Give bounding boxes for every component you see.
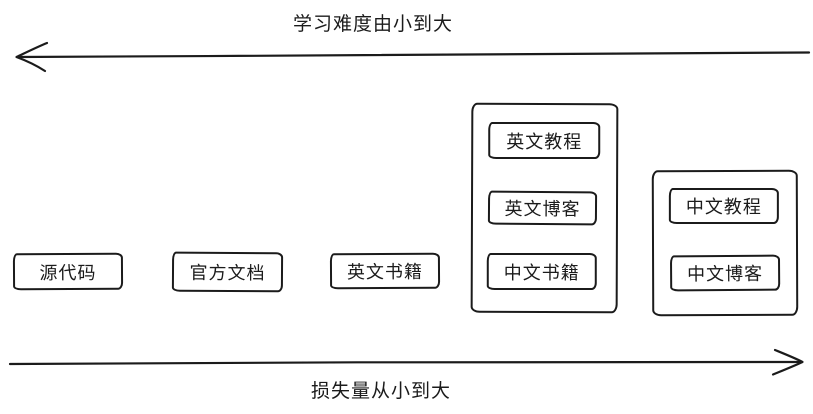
- box-english-blogs-label: 英文博客: [504, 198, 581, 220]
- group-box-2: 中文教程 中文博客: [651, 169, 799, 317]
- box-english-tutorials-label: 英文教程: [506, 131, 583, 152]
- box-chinese-books-label: 中文书籍: [503, 262, 580, 283]
- box-chinese-blogs: 中文博客: [669, 254, 781, 292]
- box-chinese-tutorials: 中文教程: [668, 188, 779, 225]
- box-english-books: 英文书籍: [329, 252, 441, 290]
- box-english-books-label: 英文书籍: [346, 261, 424, 283]
- top-axis-label: 学习难度由小到大: [293, 14, 454, 35]
- box-english-tutorials: 英文教程: [488, 121, 601, 159]
- box-official-docs-label: 官方文档: [189, 262, 266, 284]
- left-arrow-head: [15, 41, 49, 73]
- right-arrow-head: [771, 348, 804, 376]
- box-chinese-blogs-label: 中文博客: [687, 263, 764, 285]
- group-box-1: 英文教程 英文博客 中文书籍: [470, 102, 619, 314]
- box-official-docs: 官方文档: [171, 251, 284, 293]
- box-source-code-label: 源代码: [39, 262, 97, 283]
- box-chinese-books: 中文书籍: [486, 252, 597, 290]
- bottom-axis-label: 损失量从小到大: [311, 381, 452, 402]
- right-arrow: [8, 348, 804, 376]
- box-chinese-tutorials-label: 中文教程: [685, 197, 762, 218]
- box-source-code: 源代码: [12, 252, 124, 291]
- box-english-blogs: 英文博客: [487, 190, 598, 226]
- right-arrow-line: [8, 360, 804, 366]
- left-arrow-line: [15, 51, 811, 59]
- left-arrow: [15, 41, 811, 73]
